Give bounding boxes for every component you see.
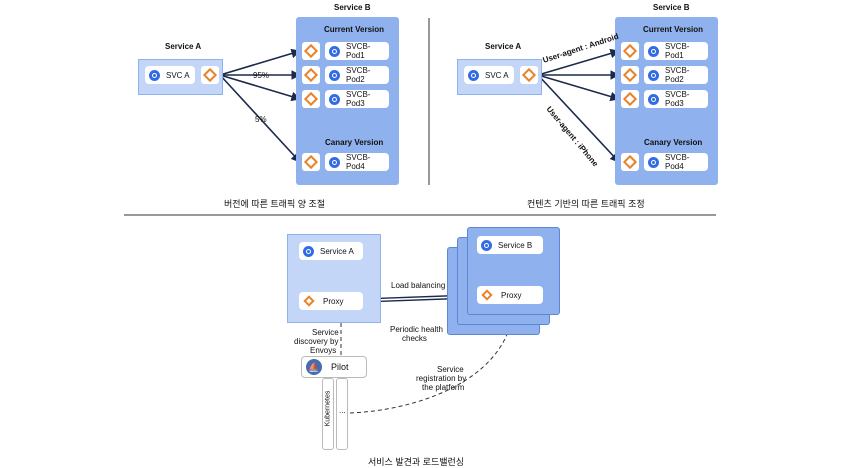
service-a-label: Service A	[320, 246, 354, 256]
pod-pill: SVCB-Pod1	[644, 42, 708, 60]
arrow-to-pod1	[219, 48, 301, 76]
registration-label-1: Service	[437, 365, 464, 374]
discovery-label-3: Envoys	[310, 346, 337, 355]
envoy-proxy-icon	[303, 295, 315, 307]
arrow-to-pod3	[219, 74, 301, 102]
discovery-label-2: discovery by	[294, 337, 339, 346]
proxy-a-label: Proxy	[323, 296, 344, 306]
service-b-pill: Service B	[477, 236, 543, 254]
health-check-label-1: Periodic health	[390, 325, 443, 334]
kubernetes-icon	[648, 156, 659, 168]
pod-pill: SVCB-Pod4	[644, 153, 708, 171]
pod-pill: SVCB-Pod2	[644, 66, 708, 84]
proxy-a-pill: Proxy	[299, 292, 363, 310]
svc-a-pill: SVC A	[464, 66, 514, 84]
platform-box	[336, 378, 348, 450]
canary-version-label: Canary Version	[644, 138, 703, 147]
kubernetes-icon	[149, 69, 160, 81]
kubernetes-icon	[329, 45, 340, 57]
current-version-label: Current Version	[324, 25, 385, 34]
svc-a-pill: SVC A	[145, 66, 195, 84]
pod-label: SVCB-Pod1	[346, 42, 371, 60]
envoy-proxy-icon	[520, 66, 538, 84]
canary-version-label: Canary Version	[325, 138, 384, 147]
envoy-proxy-icon	[302, 66, 320, 84]
envoy-proxy-icon	[201, 66, 219, 84]
pod-label: SVCB-Pod3	[346, 90, 371, 108]
kubernetes-icon	[329, 69, 340, 81]
pod-pill: SVCB-Pod4	[325, 153, 389, 171]
service-b-title: Service B	[334, 3, 371, 12]
ellipsis-label: ...	[339, 406, 346, 415]
service-a-title: Service A	[165, 42, 202, 51]
weight-current-label: 95%	[253, 71, 270, 80]
envoy-proxy-icon	[302, 90, 320, 108]
pod-label: SVCB-Pod3	[665, 90, 690, 108]
arrow-to-pod4	[219, 74, 301, 163]
svc-a-label: SVC A	[485, 70, 509, 80]
bottom-caption: 서비스 발견과 로드밸런싱	[368, 457, 465, 467]
pod-pill: SVCB-Pod1	[325, 42, 389, 60]
right-caption: 컨텐츠 기반의 따른 트래픽 조정	[527, 199, 645, 209]
service-a-pill: Service A	[299, 242, 363, 260]
service-a-title: Service A	[485, 42, 522, 51]
right-traffic-arrows	[537, 48, 620, 163]
kubernetes-icon	[329, 156, 340, 168]
left-traffic-arrows	[219, 48, 301, 163]
pod-pill: SVCB-Pod2	[325, 66, 389, 84]
kubernetes-icon	[481, 239, 492, 251]
kubernetes-icon	[329, 93, 340, 105]
envoy-proxy-icon	[302, 153, 320, 171]
health-check-label-2: checks	[402, 334, 427, 343]
pod-label: SVCB-Pod4	[665, 153, 690, 171]
proxy-b-label: Proxy	[501, 290, 522, 300]
arrow-to-pod1	[537, 48, 620, 76]
service-b-label: Service B	[498, 240, 533, 250]
arrow-to-pod4	[537, 74, 620, 163]
pod-pill: SVCB-Pod3	[644, 90, 708, 108]
pod-label: SVCB-Pod1	[665, 42, 690, 60]
left-caption: 버전에 따른 트래픽 양 조절	[224, 199, 326, 209]
envoy-proxy-icon	[621, 90, 639, 108]
envoy-proxy-icon	[621, 153, 639, 171]
arrow-to-pod3	[537, 74, 620, 102]
load-balancing-label: Load balancing	[391, 281, 446, 290]
pilot-icon: ⛵	[306, 359, 322, 375]
registration-label-3: the platform	[422, 383, 465, 392]
envoy-proxy-icon	[621, 42, 639, 60]
pod-pill: SVCB-Pod3	[325, 90, 389, 108]
kubernetes-box	[322, 378, 334, 450]
kubernetes-icon	[303, 245, 314, 257]
pilot-label: Pilot	[331, 362, 349, 372]
envoy-proxy-icon	[302, 42, 320, 60]
pod-label: SVCB-Pod4	[346, 153, 371, 171]
registration-label-2: registration by	[416, 374, 467, 383]
kubernetes-icon	[648, 93, 659, 105]
envoy-proxy-icon	[621, 66, 639, 84]
discovery-label-1: Service	[312, 328, 339, 337]
service-b-title: Service B	[653, 3, 690, 12]
svc-a-label: SVC A	[166, 70, 190, 80]
pod-label: SVCB-Pod2	[665, 66, 690, 84]
envoy-proxy-icon	[481, 289, 493, 301]
registration-dashed-line	[349, 317, 513, 414]
weight-canary-label: 5%	[255, 115, 267, 124]
kubernetes-icon	[648, 45, 659, 57]
kubernetes-icon	[468, 69, 479, 81]
pod-label: SVCB-Pod2	[346, 66, 371, 84]
kubernetes-label: Kubernetes	[324, 390, 332, 427]
kubernetes-icon	[648, 69, 659, 81]
current-version-label: Current Version	[643, 25, 704, 34]
proxy-b-pill: Proxy	[477, 286, 543, 304]
